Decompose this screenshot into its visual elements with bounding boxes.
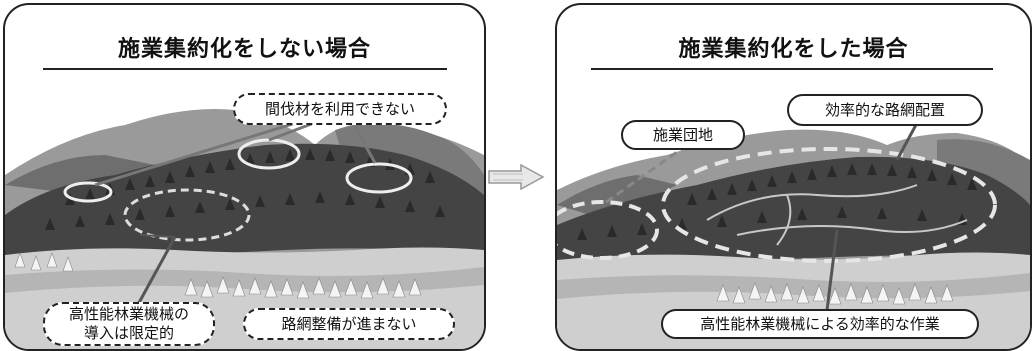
callout-network: 効率的な路網配置 <box>787 94 983 126</box>
transition-arrow-icon <box>488 164 545 190</box>
panel-with-consolidation: 施業集約化をした場合 施業団地 効率的な路網配置 高性能林業機械による効率的な作… <box>555 3 1032 351</box>
callout-machines: 高性能林業機械の 導入は限定的 <box>43 302 215 346</box>
panel-without-consolidation: 施業集約化をしない場合 間伐材を利用できない <box>3 3 486 351</box>
callout-roads: 路網整備が進まない <box>243 308 455 340</box>
forest-illustration <box>557 122 1030 349</box>
title-rule <box>591 68 993 70</box>
title-rule <box>43 68 447 70</box>
callout-work: 高性能林業機械による効率的な作業 <box>661 309 979 339</box>
panel-title: 施業集約化をした場合 <box>678 37 909 62</box>
panel-title: 施業集約化をしない場合 <box>117 37 371 62</box>
forest-illustration <box>5 109 484 349</box>
callout-group: 施業団地 <box>621 120 745 150</box>
callout-thinned-wood: 間伐材を利用できない <box>233 93 447 125</box>
